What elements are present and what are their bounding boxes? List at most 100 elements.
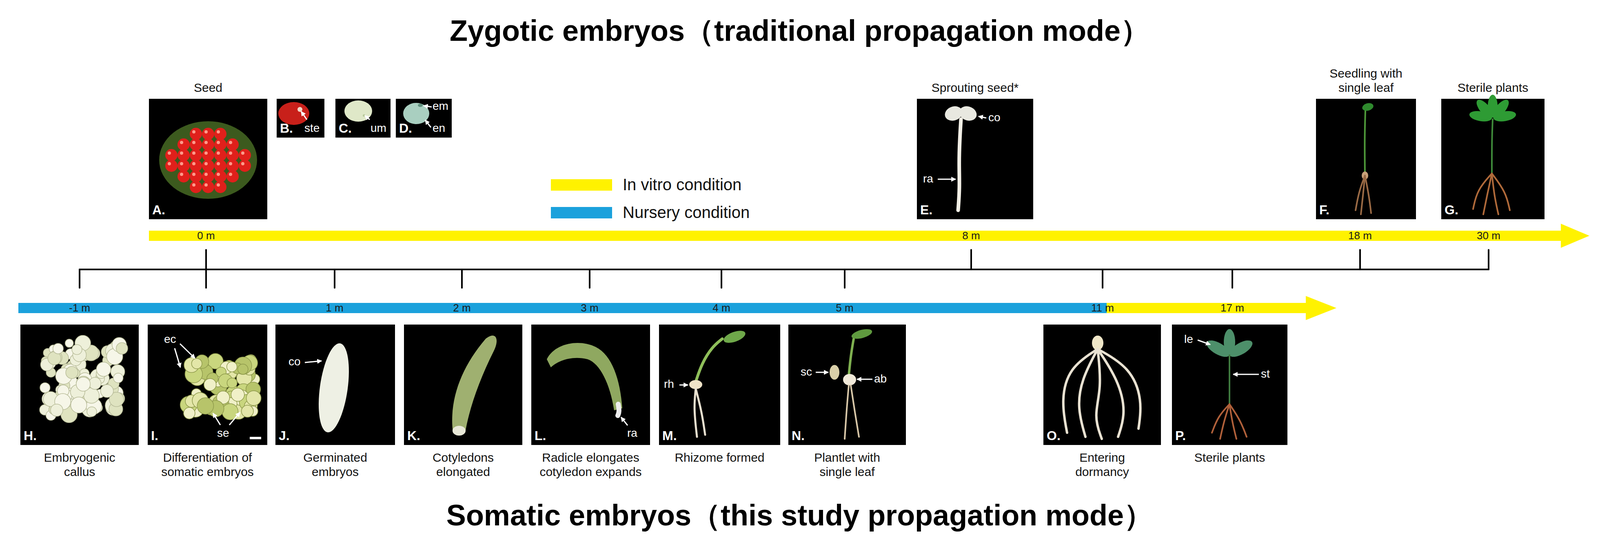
panel-caption: Embryogenic callus xyxy=(34,450,125,479)
somatic-embryo xyxy=(237,363,249,375)
time-label: -1 m xyxy=(68,301,91,315)
bracket-tick xyxy=(843,269,846,288)
leader-arrow xyxy=(213,412,221,425)
leader-arrow xyxy=(423,105,432,107)
panel-letter: P. xyxy=(1175,428,1186,444)
annotation-label: rh xyxy=(663,377,675,391)
time-label: 0 m xyxy=(197,301,215,315)
red-seed xyxy=(238,148,251,162)
callus-cell xyxy=(100,384,114,398)
panel-letter: N. xyxy=(791,428,805,444)
leader-arrow xyxy=(815,371,829,373)
red-seed xyxy=(201,127,215,140)
root xyxy=(850,385,859,437)
seed-highlight xyxy=(192,172,196,176)
photo-ground xyxy=(1171,324,1288,445)
somatic-embryo xyxy=(204,378,217,391)
somatic-embryo xyxy=(191,358,202,369)
leader-arrow xyxy=(1197,339,1211,345)
annotation-label: ste xyxy=(304,121,320,135)
photo-panel: Sprouting seed*E.cora xyxy=(916,98,1034,220)
photo-ground xyxy=(403,324,523,445)
seed-highlight xyxy=(216,130,220,134)
seed-highlight xyxy=(167,151,171,155)
red-seed xyxy=(165,148,178,162)
root xyxy=(1473,173,1492,209)
photo-panel: rhM.Rhizome formed xyxy=(659,324,781,445)
time-label: 18 m xyxy=(1348,229,1372,242)
root xyxy=(1211,403,1230,433)
root xyxy=(1355,175,1365,211)
panel-caption: Entering dormancy xyxy=(1061,450,1143,479)
photo-panel: I.ecseDifferentiation of somatic embryos xyxy=(147,324,268,445)
red-seed xyxy=(226,159,239,172)
red-seed xyxy=(189,170,202,183)
scale-leaf xyxy=(829,364,840,380)
figure-subtitle: Somatic embryos（this study propagation m… xyxy=(446,498,1154,533)
seed-highlight xyxy=(192,151,196,155)
callus-cell xyxy=(39,382,51,393)
red-seed xyxy=(238,159,251,172)
panel-letter: B. xyxy=(279,120,293,136)
photo-ground xyxy=(1315,98,1416,220)
red-seed xyxy=(177,159,190,172)
photo-ground xyxy=(1043,324,1161,445)
seed-highlight xyxy=(228,140,233,145)
seed-highlight xyxy=(179,140,184,145)
panel-letter: K. xyxy=(407,428,421,444)
radicle xyxy=(617,403,620,416)
seed-highlight xyxy=(192,130,196,134)
time-label: 1 m xyxy=(325,301,344,315)
red-seed xyxy=(214,138,227,151)
figure-title: Zygotic embryos（traditional propagation … xyxy=(449,13,1150,48)
bracket-tick xyxy=(1487,249,1490,270)
red-seed xyxy=(226,170,239,183)
red-seed xyxy=(226,148,239,162)
bracket-tick xyxy=(1231,269,1234,288)
radicle xyxy=(958,119,961,211)
photo-ground xyxy=(20,324,139,445)
panel-letter: D. xyxy=(399,120,413,136)
annotation-label: sc xyxy=(800,365,813,379)
leader-arrow xyxy=(425,119,431,128)
panel-caption: Seed xyxy=(193,80,223,96)
seed-highlight xyxy=(204,130,208,134)
panel-caption: Sterile plants xyxy=(1168,450,1292,465)
root xyxy=(1483,173,1492,215)
seed-highlight xyxy=(192,161,196,166)
time-label: 4 m xyxy=(712,301,731,315)
annotation-label: en xyxy=(432,121,446,135)
time-label: 3 m xyxy=(580,301,599,315)
legend-entry: In vitro condition xyxy=(550,175,742,194)
bracket-tick xyxy=(205,269,207,288)
red-seed xyxy=(201,148,215,162)
leader-arrow xyxy=(301,111,307,120)
red-seed xyxy=(189,159,202,172)
leader-arrow xyxy=(179,343,196,359)
somatic-embryo xyxy=(226,361,238,372)
time-label: 8 m xyxy=(962,229,980,242)
embryo-base xyxy=(452,425,466,436)
seed-highlight xyxy=(204,161,208,166)
legend-text: Nursery condition xyxy=(622,203,750,222)
timeline-bar xyxy=(18,302,1108,313)
callus-cell xyxy=(50,403,63,417)
panel-letter: F. xyxy=(1319,202,1330,218)
photo-panel: scabN.Plantlet with single leaf xyxy=(788,324,906,445)
panel-caption: Seedling with single leaf xyxy=(1319,66,1414,95)
seed-highlight xyxy=(216,172,220,176)
photo-ground xyxy=(659,324,781,445)
seed-highlight xyxy=(179,151,184,155)
stem xyxy=(1491,119,1493,174)
seed-highlight xyxy=(228,151,233,155)
photo-ground xyxy=(148,98,268,220)
leader-arrow xyxy=(679,384,688,386)
annotation-label: ec xyxy=(164,332,177,346)
panel-caption: Plantlet with single leaf xyxy=(798,450,897,479)
leaflet xyxy=(1492,109,1517,123)
embryo xyxy=(313,341,354,434)
root xyxy=(1096,348,1102,439)
annotation-label: le xyxy=(1184,332,1194,346)
seed-highlight xyxy=(228,161,233,166)
